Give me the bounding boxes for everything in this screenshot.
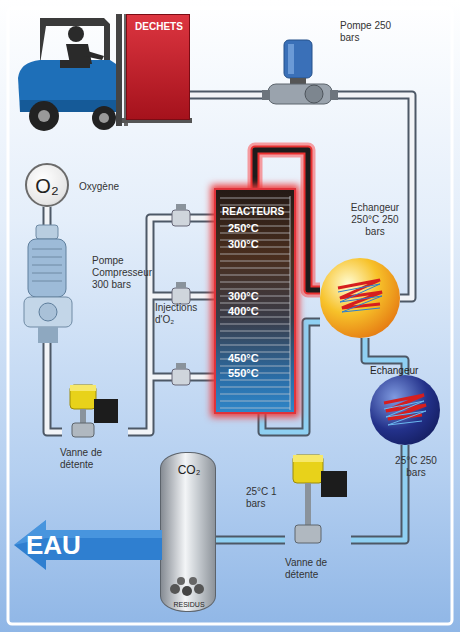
hot-heat-exchanger: Echangeur 250°C 250 bars [320,258,400,338]
forklift [18,14,192,131]
node-text: Echangeur [370,365,440,377]
node-text: Vanne de détente [60,447,120,471]
injection-valve [172,363,190,385]
pipe [47,343,62,432]
pipe-label: 25°C 1 bars [246,486,290,510]
node-text: 300°C [228,238,288,251]
node-text: Pompe 250 bars [340,20,394,44]
node-text: Vanne de détente [285,557,347,581]
node-text: 400°C [228,305,288,318]
oxygen-compressor: Pompe Compresseur 300 bars [22,225,74,343]
injection-valve [172,282,190,304]
expansion-valve: Vanne de détente [285,455,351,545]
node-text: CO₂ [161,463,217,477]
node-text: O₂ [27,174,67,198]
separator-tank: CO₂ RESIDUS [160,452,216,612]
node-text: 25°C 250 bars [392,455,440,479]
expansion-valve: Vanne de détente [62,385,128,441]
oxygen-compressor-shape [22,225,74,343]
waste-container: DECHETS [126,14,190,120]
node-text: Echangeur 250°C 250 bars [348,202,402,238]
node-text: Oxygène [79,181,149,193]
node-text: REACTEURS [222,206,294,218]
expansion-valve-shape [285,455,351,545]
reactor-column: REACTEURS 250°C 300°C 300°C 400°C 450°C 550°C [214,188,296,414]
pipe-label: Injections d'O₂ [155,302,211,326]
node-text: Pompe Compresseur 300 bars [92,255,166,291]
oxygen-tank: O₂Oxygène [25,163,69,207]
water-outlet-arrow: EAU [14,520,162,570]
node-text: 450°C [228,352,288,365]
pipe [190,95,262,96]
pipe [47,207,48,225]
injection-valve [172,204,190,226]
cold-heat-exchanger: Echangeur25°C 250 bars [370,375,440,445]
feed-pump: Pompe 250 bars [262,40,338,110]
node-text: RESIDUS [161,601,217,609]
pipe [128,218,214,432]
node-text: DECHETS [127,21,191,33]
hot-heat-exchanger-shape [320,258,400,338]
expansion-valve-shape [62,385,128,441]
node-text: 550°C [228,367,288,380]
node-text: EAU [26,530,96,561]
node-text: 300°C [228,290,288,303]
feed-pump-shape [262,40,338,110]
node-text: 250°C [228,222,288,235]
cold-heat-exchanger-shape [370,375,440,445]
pipe [216,540,285,541]
